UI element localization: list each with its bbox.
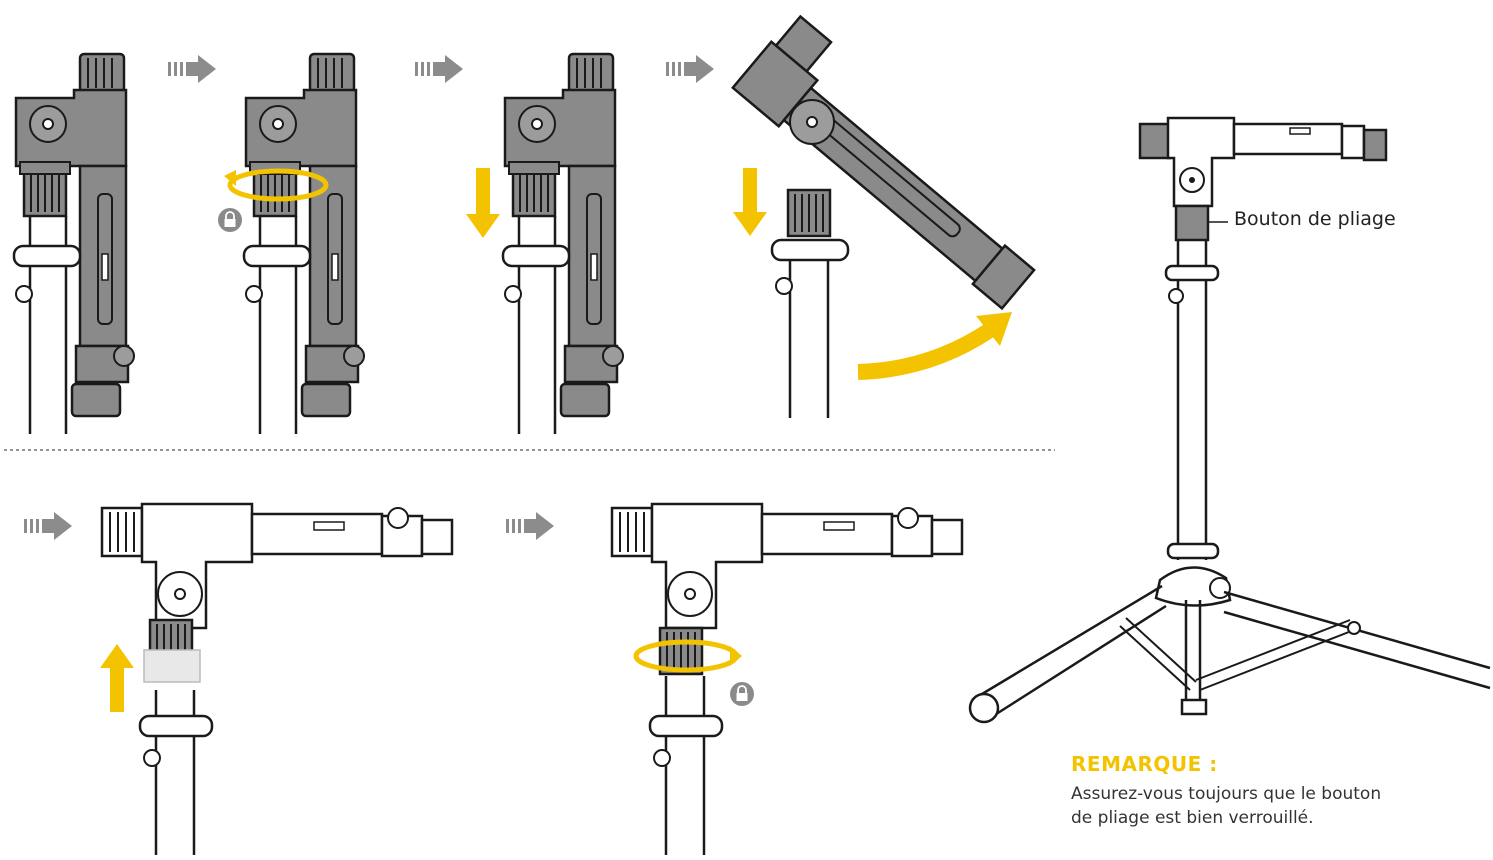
down-arrow-icon xyxy=(466,168,500,238)
step-1-folded-head xyxy=(14,54,134,434)
assembled-stand xyxy=(968,116,1491,724)
step-2-unlock-knob xyxy=(217,54,364,434)
step-arrow-icon xyxy=(168,55,216,83)
step-5-raise-knob xyxy=(100,502,454,855)
note-body-line-1: Assurez-vous toujours que le bouton xyxy=(1071,784,1382,804)
step-6-lock-knob xyxy=(610,502,964,855)
up-arrow-icon xyxy=(100,644,134,712)
folding-knob-label: Bouton de pliage xyxy=(1234,208,1396,230)
lock-icon xyxy=(217,207,243,233)
step-arrow-icon xyxy=(415,55,463,83)
step-arrow-icon xyxy=(24,512,72,540)
swing-arrow-icon xyxy=(857,323,995,380)
step-3-pull-knob-down xyxy=(466,54,623,434)
down-arrow-icon xyxy=(733,168,767,236)
step-arrow-icon xyxy=(666,55,714,83)
note-body-line-2: de pliage est bien verrouillé. xyxy=(1071,808,1314,828)
rotate-arrow-icon xyxy=(227,168,329,202)
note-title: REMARQUE : xyxy=(1071,752,1218,776)
step-arrow-icon xyxy=(506,512,554,540)
note-box: REMARQUE : Assurez-vous toujours que le … xyxy=(1071,752,1471,830)
lock-icon xyxy=(729,681,755,707)
note-body: Assurez-vous toujours que le bouton de p… xyxy=(1071,782,1471,830)
step-4-rotate-clamp xyxy=(731,14,1036,418)
